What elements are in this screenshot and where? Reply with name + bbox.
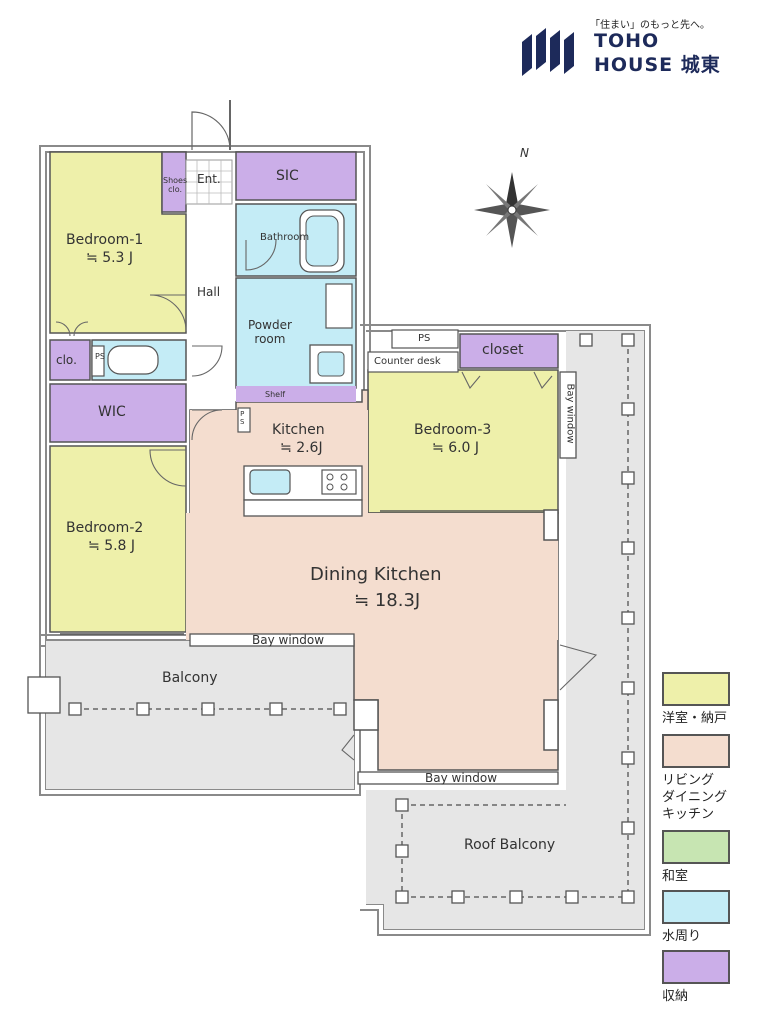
legend-swatch <box>662 950 730 984</box>
bay-window-label-3: Bay window <box>564 383 576 444</box>
roof-balcony-area <box>366 331 644 929</box>
bedroom-2-area <box>49 445 187 633</box>
balcony-label: Balcony <box>162 670 218 686</box>
shelf-area <box>236 386 356 402</box>
legend-label: 洋室・納戸 <box>662 711 728 726</box>
legend-label: 和室 <box>662 869 689 884</box>
kitchen-size: ≒ 2.6J <box>280 440 323 456</box>
powder-room-label: Powder room <box>248 318 292 346</box>
roof-balcony-label: Roof Balcony <box>464 837 556 853</box>
kitchen-label: Kitchen <box>272 422 325 438</box>
legend-item-water: 水周り <box>662 890 752 945</box>
clo-label: clo. <box>56 353 77 367</box>
legend-label: 収納 <box>662 989 689 1004</box>
ps-label-top: PS <box>418 333 431 344</box>
logo-line-1: TOHO <box>594 30 660 52</box>
legend-swatch <box>662 734 730 768</box>
counter-desk-label: Counter desk <box>374 356 441 367</box>
stove-icon <box>321 469 357 495</box>
legend-item-ldk: リビング ダイニング キッチン <box>662 734 752 823</box>
sic-label: SIC <box>276 168 299 184</box>
legend-item-western: 洋室・納戸 <box>662 672 752 727</box>
bay-window-label-2: Bay window <box>425 771 498 785</box>
brand-logo: 「住まい」のもっと先へ。 TOHO HOUSE 城東 <box>520 16 750 76</box>
balcony-area <box>46 641 354 789</box>
legend-swatch <box>662 890 730 924</box>
closet-label: closet <box>482 342 524 358</box>
compass-north-label: N <box>520 146 529 160</box>
bathroom-label: Bathroom <box>260 232 310 243</box>
dining-kitchen-size: ≒ 18.3J <box>354 590 421 611</box>
sink-icon <box>249 469 291 495</box>
bedroom-3-size: ≒ 6.0 J <box>432 440 480 456</box>
sic-area <box>235 151 357 201</box>
legend-item-japanese: 和室 <box>662 830 752 885</box>
shelf-label: Shelf <box>265 390 286 399</box>
wic-label: WIC <box>98 404 126 420</box>
bedroom-3-label: Bedroom-3 <box>414 422 492 438</box>
dining-kitchen-label: Dining Kitchen <box>310 564 442 585</box>
legend-swatch <box>662 830 730 864</box>
legend-item-storage: 収納 <box>662 950 752 1005</box>
compass-icon <box>474 172 550 248</box>
legend-swatch <box>662 672 730 706</box>
wic-area <box>49 383 187 443</box>
legend-label: リビング ダイニング キッチン <box>662 773 728 822</box>
bedroom-2-size: ≒ 5.8 J <box>88 538 136 554</box>
entrance-label: Ent. <box>197 172 221 186</box>
clo-area <box>49 339 91 381</box>
washer-icon <box>325 283 353 329</box>
ps-label-toilet: PS <box>95 352 105 361</box>
bedroom-2-label: Bedroom-2 <box>66 520 144 536</box>
toho-logo-icon <box>522 28 574 76</box>
bedroom-1-label: Bedroom-1 <box>66 232 144 248</box>
ps-label-kitchen: P S <box>240 410 245 426</box>
rail-posts <box>27 333 635 904</box>
bedroom-1-size: ≒ 5.3 J <box>86 250 134 266</box>
toilet-icon <box>107 345 159 375</box>
logo-line-2: HOUSE 城東 <box>594 54 721 76</box>
closet-area <box>459 333 559 369</box>
legend-label: 水周り <box>662 929 702 944</box>
shoes-closet-area <box>161 151 187 213</box>
bay-window-label-1: Bay window <box>252 633 325 647</box>
logo-tagline: 「住まい」のもっと先へ。 <box>590 20 710 31</box>
bedroom-3-area <box>367 369 559 514</box>
shoes-closet-label: Shoes clo. <box>163 176 188 194</box>
hall-label: Hall <box>197 285 221 299</box>
